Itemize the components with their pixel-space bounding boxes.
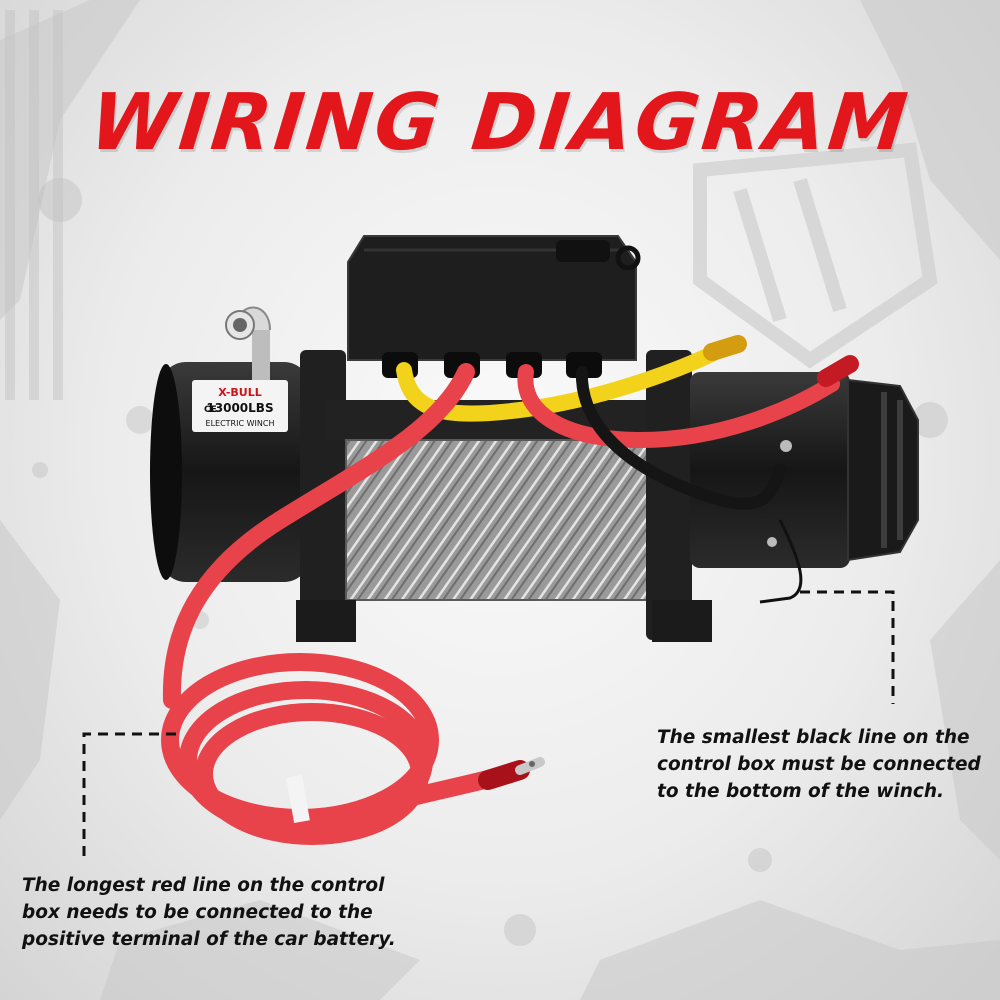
winch-brand: X-BULL [218, 386, 261, 399]
winch-type: ELECTRIC WINCH [206, 419, 275, 428]
winch-label [192, 380, 288, 432]
right-mounting-foot [652, 600, 712, 642]
smallest-black-line [759, 519, 803, 604]
black-cable-main [575, 366, 786, 510]
leader-line-left [82, 732, 176, 862]
clutch-knob [225, 306, 271, 380]
note-line: control box must be connected [657, 754, 981, 775]
right-tie-bar-bracket [646, 350, 692, 640]
cable-tie [286, 774, 310, 824]
leader-line-right [800, 590, 895, 704]
note-line: positive terminal of the car battery. [22, 929, 396, 950]
note-line: The smallest black line on the [657, 727, 970, 748]
note-line: The longest red line on the control [22, 875, 385, 896]
battery-terminal-lug [478, 757, 545, 790]
note-line: box needs to be connected to the [22, 902, 373, 923]
winch-rating: 13000LBS [206, 401, 273, 415]
control-box [347, 235, 641, 378]
plug-cap [556, 240, 610, 262]
note-line: to the bottom of the winch. [657, 781, 945, 802]
yellow-cable [396, 342, 728, 422]
steel-cable-drum [345, 439, 657, 601]
red-cable-motor [517, 364, 840, 449]
note-smallest-black-line: The smallest black line on the control b… [657, 724, 981, 805]
left-mounting-foot [296, 600, 356, 642]
note-longest-red-line: The longest red line on the control box … [22, 872, 396, 953]
ce-mark: CE [204, 405, 217, 415]
